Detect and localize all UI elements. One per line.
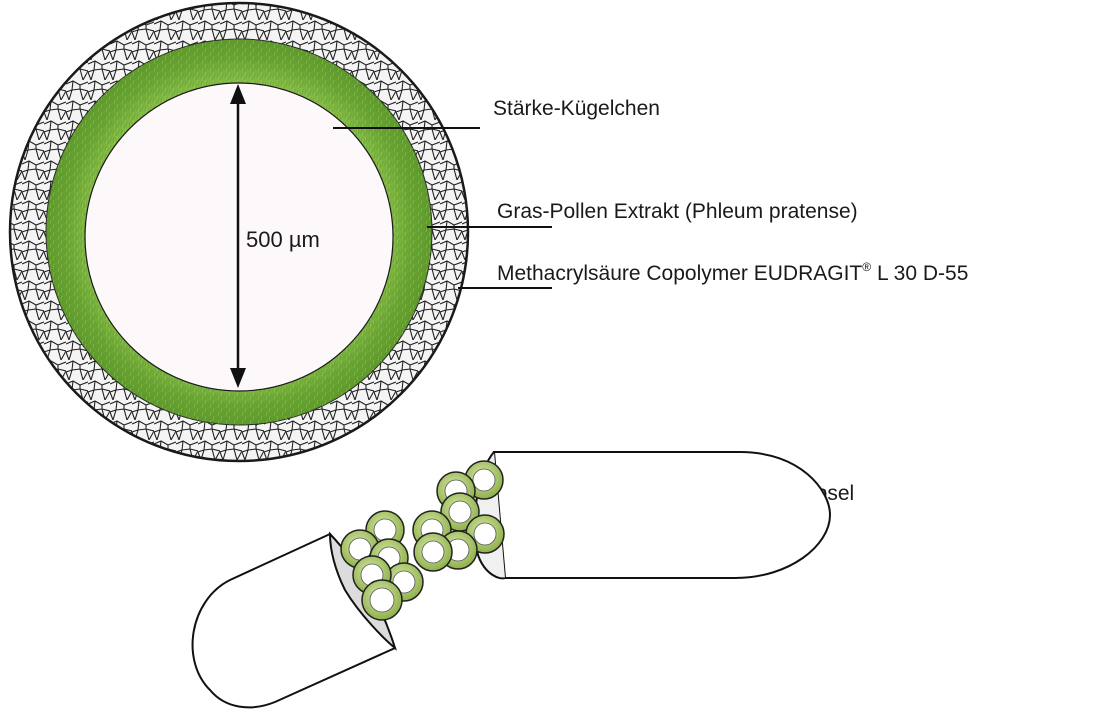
- extract-label: Gras-Pollen Extrakt (Phleum pratense): [497, 200, 858, 223]
- coating-label-registered: ®: [862, 260, 871, 274]
- capsule: [193, 452, 830, 707]
- diameter-label: 500 µm: [246, 227, 320, 252]
- starch-label: Stärke-Kügelchen: [493, 97, 660, 120]
- coating-label-main: Methacrylsäure Copolymer EUDRAGIT: [497, 262, 862, 285]
- pellet-small: [414, 533, 452, 571]
- pellet-cross-section: 500 µm: [10, 3, 468, 461]
- coating-label: Methacrylsäure Copolymer EUDRAGIT® L 30 …: [497, 260, 968, 285]
- pellet-small: [362, 580, 402, 620]
- coating-label-tail: L 30 D-55: [871, 262, 968, 285]
- spilled-pellets: [341, 461, 504, 620]
- capsule-cap: [494, 452, 830, 578]
